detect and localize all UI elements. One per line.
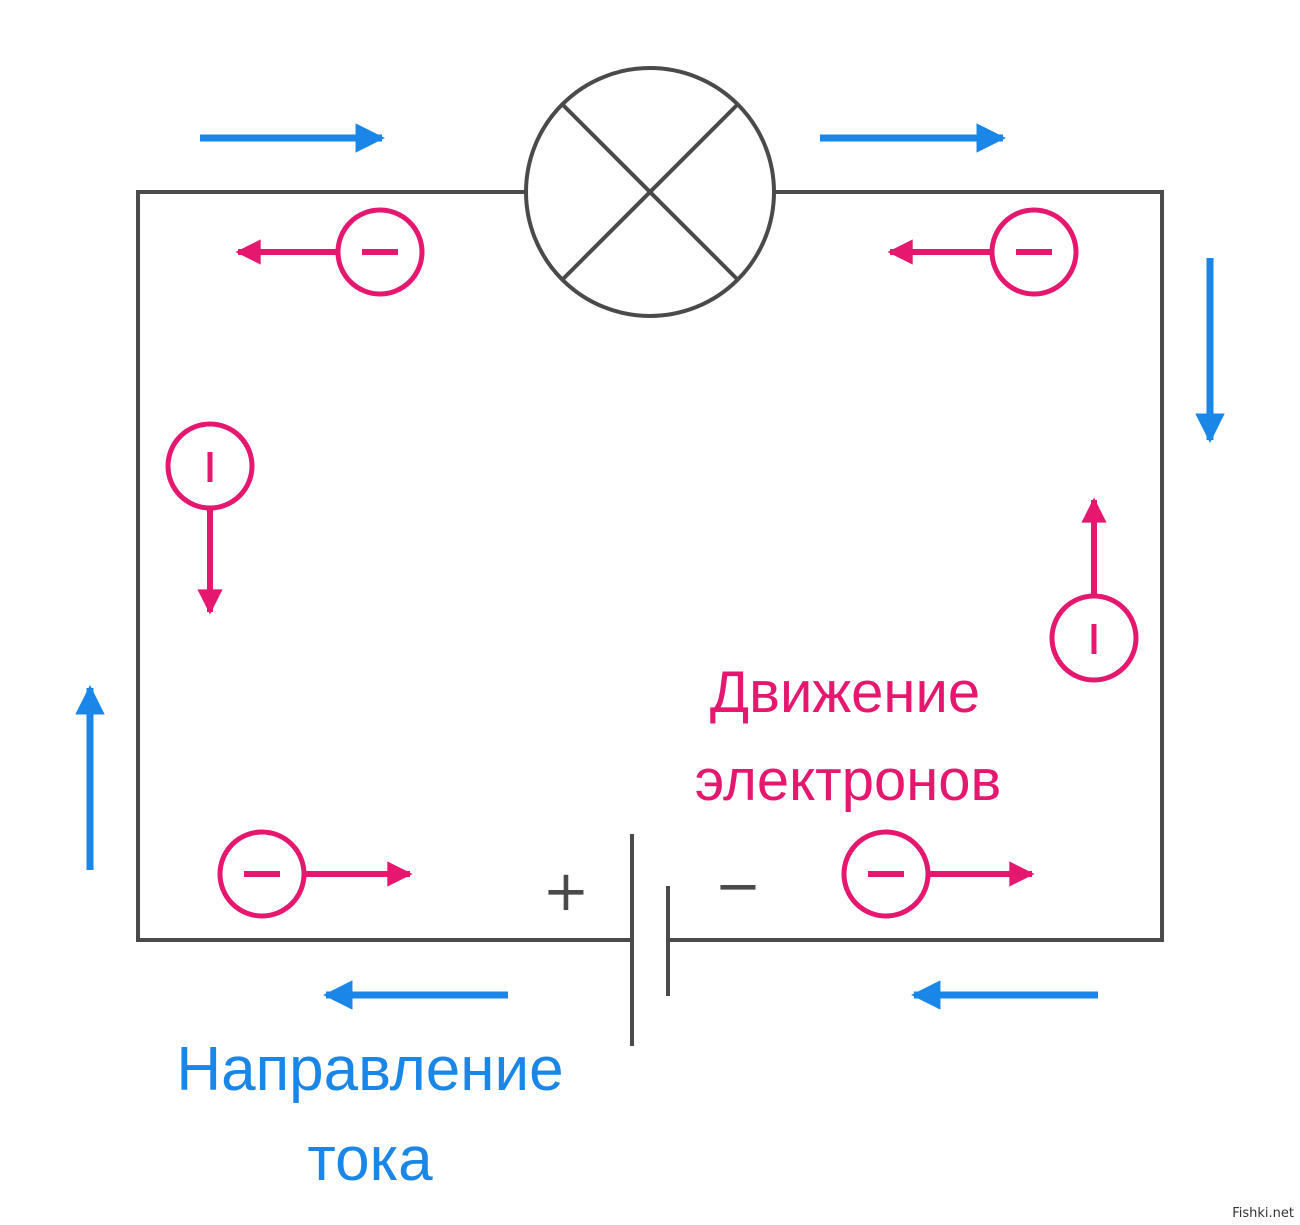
electron-icon — [1049, 497, 1139, 683]
electron-icon — [217, 829, 413, 919]
electrons-label-line1: Движение — [710, 660, 980, 725]
current-label-line2: тока — [307, 1125, 433, 1194]
watermark: Fishki.net — [1232, 1206, 1294, 1221]
electron-icon — [887, 207, 1079, 297]
wire-top-right — [668, 190, 1164, 942]
electron-icon — [235, 207, 425, 297]
electrons-label-line2: электронов — [695, 748, 1002, 813]
battery-minus-sign: − — [715, 854, 762, 919]
electron-icon — [841, 829, 1035, 919]
electrons — [165, 207, 1139, 919]
wire — [136, 190, 1164, 942]
wire-top-left — [136, 190, 632, 942]
battery-plus-sign: + — [543, 859, 590, 924]
current-label-line1: Направление — [176, 1035, 563, 1104]
lamp-icon — [524, 66, 776, 318]
battery-icon — [630, 834, 670, 1046]
electron-icon — [165, 421, 255, 615]
current-arrows — [75, 123, 1225, 1010]
